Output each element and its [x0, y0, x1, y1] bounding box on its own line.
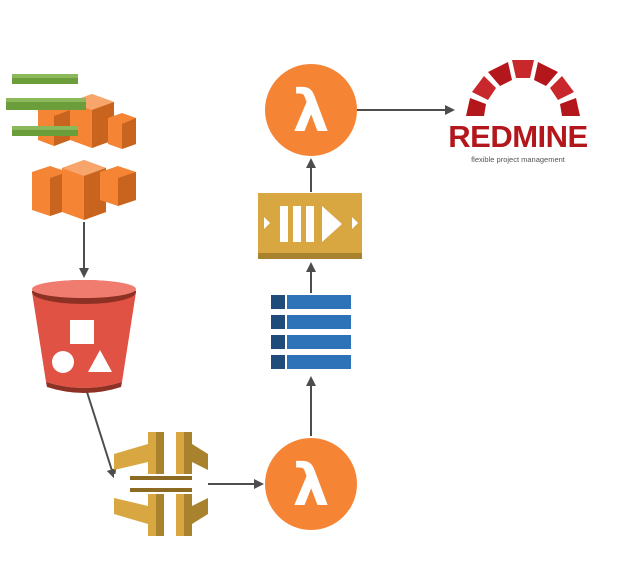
lambda-symbol-bottom: λ [293, 451, 330, 519]
redmine-arch-icon [466, 60, 580, 116]
aws-lambda-icon-bottom: λ [265, 438, 357, 530]
edges [79, 105, 455, 489]
aws-sqs-queue-icon [258, 193, 362, 259]
aws-lambda-icon-top: λ [265, 64, 357, 156]
redmine-logo: REDMINE flexible project management [448, 60, 588, 164]
aws-api-gateway-icon [114, 432, 208, 536]
lambda-symbol-top: λ [293, 77, 330, 145]
redmine-title: REDMINE [448, 119, 587, 154]
edge-s3-to-api-gateway [86, 391, 117, 479]
aws-s3-bucket-icon [32, 280, 136, 393]
aws-data-pipeline-icon [6, 74, 136, 220]
aws-kinesis-stream-icon [271, 295, 351, 369]
redmine-subtitle: flexible project management [471, 155, 566, 164]
